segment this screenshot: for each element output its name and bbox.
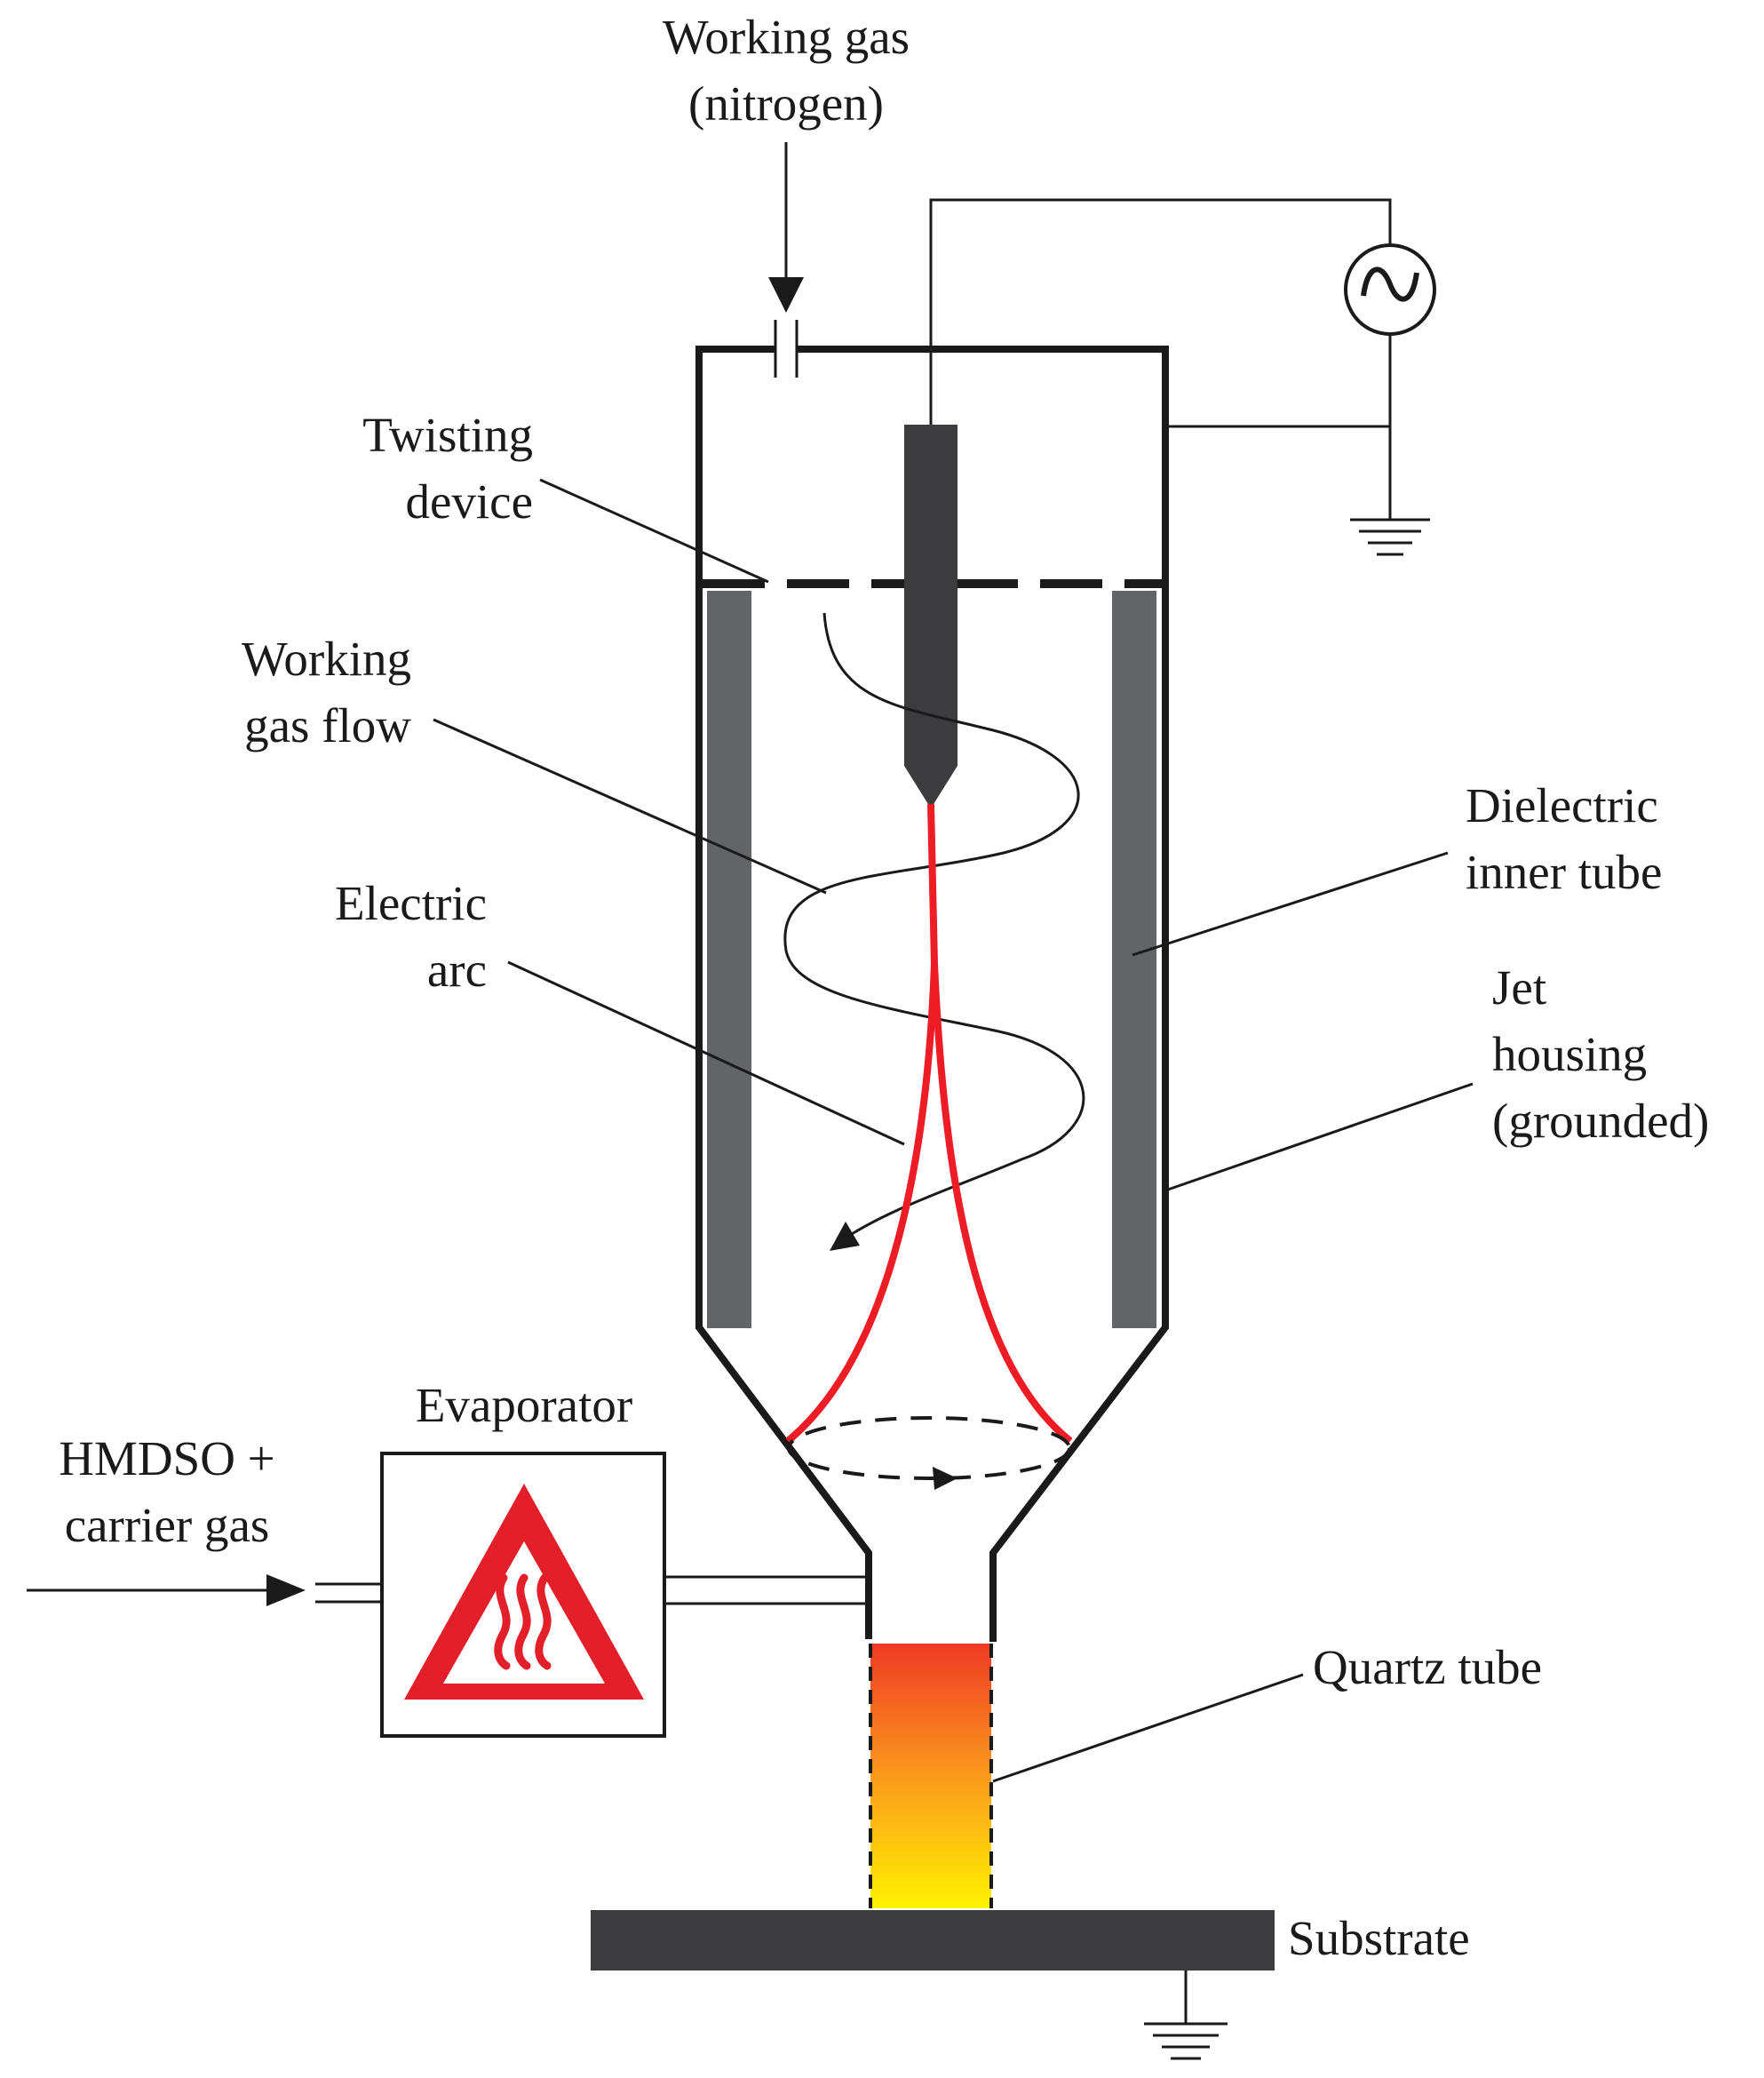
rotating-arc-ring [787, 1416, 1071, 1490]
heat-warning-icon [404, 1484, 644, 1700]
ac-source-icon [1344, 243, 1436, 336]
ring-arrow-icon [933, 1467, 957, 1490]
label-housing-3: (grounded) [1492, 1094, 1709, 1148]
label-working-gas-2: (nitrogen) [688, 76, 884, 131]
ground-icon [1350, 518, 1430, 556]
label-wgflow-2: gas flow [244, 698, 411, 752]
label-arc-1: Electric [335, 876, 487, 930]
hmdso-arrow-icon [266, 1574, 306, 1606]
label-twisting-1: Twisting [362, 408, 533, 462]
label-evaporator: Evaporator [416, 1378, 632, 1432]
hmdso-feed-line [27, 1574, 382, 1606]
inlet-arrow-icon [768, 277, 804, 313]
label-dielectric-1: Dielectric [1466, 778, 1658, 832]
label-hmdso-1: HMDSO + [59, 1431, 274, 1485]
label-wgflow-1: Working [242, 632, 411, 686]
label-arc-2: arc [427, 943, 487, 997]
dielectric-inner-tube-right [1112, 591, 1156, 1328]
working-gas-flow-helix [783, 612, 1085, 1244]
label-working-gas-1: Working gas [663, 10, 910, 64]
substrate-ground-icon [1144, 1971, 1228, 2060]
flow-arrow-icon [830, 1222, 860, 1251]
label-housing-2: housing [1492, 1027, 1647, 1081]
label-dielectric-2: inner tube [1466, 845, 1662, 899]
label-quartz: Quartz tube [1313, 1640, 1542, 1694]
central-electrode [904, 425, 957, 808]
dielectric-inner-tube-left [707, 591, 751, 1328]
leader-lines [433, 478, 1474, 1783]
label-twisting-2: device [405, 474, 533, 529]
working-gas-inlet [768, 142, 804, 378]
label-housing-1: Jet [1492, 960, 1546, 1015]
electric-arc [785, 803, 1073, 1445]
label-substrate: Substrate [1288, 1911, 1470, 1965]
label-hmdso-2: carrier gas [65, 1498, 270, 1552]
substrate-plate [591, 1910, 1275, 1971]
evaporator-outlet-pipe [664, 1575, 869, 1605]
quartz-tube [869, 1644, 993, 1908]
electrical-circuit [929, 198, 1436, 556]
evaporator [380, 1452, 666, 1738]
